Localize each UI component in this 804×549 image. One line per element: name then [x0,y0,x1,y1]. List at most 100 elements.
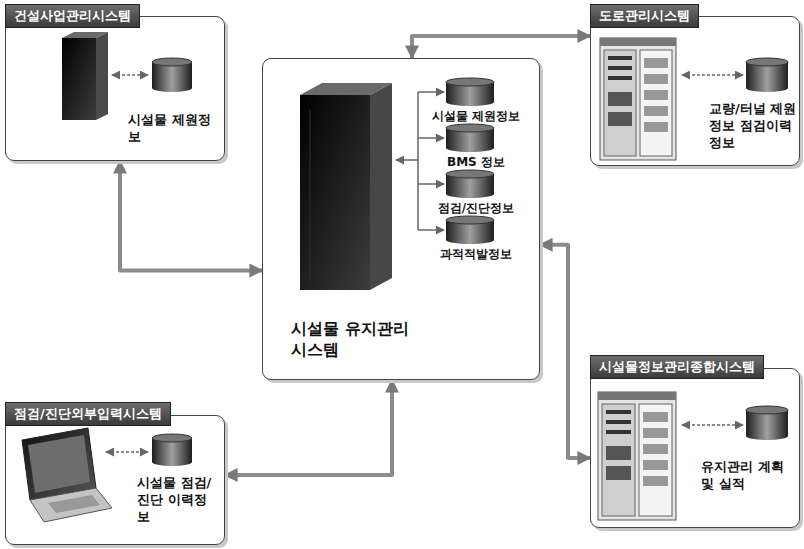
laptop-screen [22,428,96,500]
bracket-branch [418,183,444,185]
cylinder-base [446,236,494,244]
connector-arrow [120,161,262,271]
system-box: 건설사업관리시스템시설물 제원정보 [5,16,225,161]
cylinder-base [446,98,494,106]
server-rack [600,38,676,160]
bracket-stem [396,159,418,161]
rack-panel [639,404,672,516]
cylinder-top [152,434,192,442]
cylinder-top [446,216,494,224]
database-cylinder [446,170,494,198]
server-tower [62,32,108,120]
rack-top [600,38,676,46]
laptop-display [28,435,90,493]
system-title: 건설사업관리시스템 [5,4,140,28]
rack-slot [608,112,632,126]
database-cylinder [746,58,788,92]
connector-arrow [225,380,392,475]
cylinder-top [152,58,192,66]
system-title: 시설물정보관리종합시스템 [590,355,764,379]
connector-arrow [540,245,590,458]
rack-slot [644,74,668,84]
rack-slot [644,106,668,116]
link-arrow [682,424,743,426]
rack-panel [602,404,635,516]
system-box: 시설물정보관리종합시스템유지관리 계획 및 실적 [590,368,800,528]
data-label: BMS 정보 [421,155,531,169]
database-cylinder [152,58,192,92]
rack-slot [643,412,668,422]
rack-slot [608,56,632,60]
cylinder-base [152,458,192,466]
data-label: 시설물 제원정보 [128,112,212,146]
cylinder-base [446,144,494,152]
data-label: 점검/진단정보 [421,201,531,215]
tower-side [370,83,392,290]
server-tower [300,83,392,290]
system-title: 시설물 유지관리시스템 [291,319,421,361]
rack-slot [606,446,631,460]
laptop-keys [48,495,100,513]
bracket-branch [418,137,444,139]
cylinder-base [152,84,192,92]
system-box: 도로관리시스템교량/터널 제원정보 점검이력정보 [590,16,800,166]
rack-slot [643,428,668,438]
data-label: 교량/터널 제원정보 점검이력정보 [709,101,797,152]
rack-slot [606,420,631,424]
cylinder-top [746,406,788,414]
bracket-branch [418,91,444,93]
database-cylinder [446,124,494,152]
bracket-bar [417,92,419,230]
rack-slot [644,122,668,132]
cylinder-top [446,124,494,132]
rack-panel [604,50,636,156]
rack-slot [643,476,668,486]
tower-front [62,38,96,120]
system-title: 점검/진단외부입력시스템 [5,402,171,426]
link-arrow [106,451,148,453]
tower-top [300,83,392,95]
tower-front [300,95,370,290]
cylinder-top [746,58,788,66]
tower-top [62,32,108,38]
data-label: 시설물 점검/진단 이력정보 [137,475,217,526]
server-rack [598,392,676,520]
rack-slot [643,460,668,470]
rack-slot [644,90,668,100]
system-title: 도로관리시스템 [590,4,699,28]
rack-slot [606,410,631,414]
database-cylinder [152,434,192,466]
cylinder-base [746,84,788,92]
rack-slot [644,58,668,68]
database-cylinder [446,216,494,244]
data-label: 유지관리 계획 및 실적 [701,459,797,493]
rack-frame [600,38,676,160]
laptop [22,428,112,522]
rack-slot [608,66,632,70]
bracket-branch [418,229,444,231]
data-label: 시설물 제원정보 [421,109,531,123]
rack-top [598,392,676,400]
rack-panel [640,50,672,156]
laptop-base [30,488,112,522]
link-arrow [112,74,148,76]
rack-slot [608,92,632,106]
rack-slot [606,430,631,434]
link-arrow [682,74,743,76]
tower-detail [310,110,311,280]
cylinder-base [746,432,788,440]
rack-slot [608,76,632,80]
tower-side [96,32,108,120]
cylinder-base [446,190,494,198]
connector-arrow [412,36,590,58]
database-cylinder [446,78,494,106]
rack-slot [643,444,668,454]
cylinder-top [446,170,494,178]
system-box: 점검/진단외부입력시스템시설물 점검/진단 이력정보 [5,415,225,545]
data-label: 과적적발정보 [421,247,531,261]
rack-slot [606,466,631,480]
rack-frame [598,392,676,520]
